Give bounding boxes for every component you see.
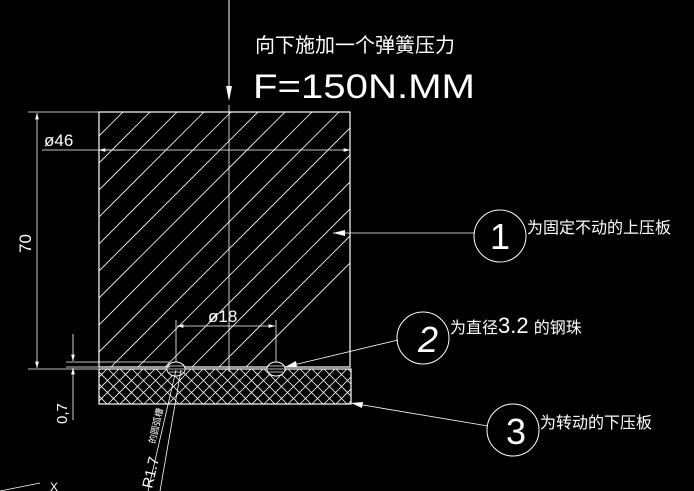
callout-3: 3 为转动的下压板 <box>350 402 652 457</box>
steel-ball-right <box>266 361 286 377</box>
dimension-label-46: ø46 <box>44 131 73 150</box>
corner-mark: X <box>0 480 58 491</box>
hatch-line <box>408 369 443 404</box>
hatch-line <box>215 369 252 404</box>
hatch-line <box>335 369 351 385</box>
hatch-line <box>0 110 17 370</box>
hatch-line <box>99 112 286 299</box>
hatch-line <box>143 369 180 404</box>
hatch-line <box>420 369 455 404</box>
hatch-line <box>384 369 419 404</box>
callout-text-1: 为固定不动的上压板 <box>527 218 671 237</box>
hatch-line <box>60 369 95 404</box>
dimension-gap: 0,7 <box>54 334 170 424</box>
hatch-line <box>239 369 276 404</box>
hatch-line <box>323 369 351 397</box>
hatch-line <box>99 112 232 245</box>
dimension-label-18: ø18 <box>208 307 237 326</box>
hatch-line <box>179 369 216 404</box>
callout-number-3: 3 <box>506 411 526 452</box>
hatch-line <box>218 235 350 367</box>
hatch-line <box>137 154 350 367</box>
dimension-height-70: 70 <box>16 111 99 370</box>
radius-label: R1.7 <box>139 455 163 490</box>
callout-text-2-value: 3.2 <box>498 313 529 338</box>
hatch-line <box>299 369 336 404</box>
hatch-line <box>372 369 407 404</box>
hatch-line <box>372 369 407 404</box>
hatch-line <box>107 369 144 404</box>
upper-plate <box>0 110 351 370</box>
steel-ball-left <box>166 361 186 377</box>
corner-mark-label: X <box>50 480 58 491</box>
dimension-label-70: 70 <box>16 234 35 253</box>
hatch-line <box>99 371 132 404</box>
hatch-line <box>251 369 288 404</box>
hatch-line <box>263 369 300 404</box>
hatch-line <box>360 369 395 404</box>
hatch-line <box>227 369 264 404</box>
force-value: F=150N.MM <box>253 68 475 106</box>
callout-text-3: 为转动的下压板 <box>540 413 652 432</box>
hatch-line <box>131 369 168 404</box>
hatch-line <box>99 369 108 378</box>
hatch-line <box>99 383 120 404</box>
hatch-line <box>347 369 351 373</box>
callout-2: 2 为直径3.2 的钢珠 <box>284 311 582 368</box>
hatch-line <box>203 369 240 404</box>
hatch-line <box>155 369 192 404</box>
hatch-line <box>99 112 205 218</box>
hatch-line <box>119 369 156 404</box>
lower-plate <box>60 368 455 405</box>
hatch-line <box>110 127 350 367</box>
hatch-line <box>335 388 351 404</box>
hatch-line <box>384 369 419 404</box>
hatch-line <box>99 112 340 353</box>
hatch-line <box>245 262 350 367</box>
hatch-line <box>420 369 455 404</box>
hatch-line <box>99 112 259 272</box>
callout-number-2: 2 <box>417 319 438 360</box>
hatch-line <box>311 369 348 404</box>
force-arrow <box>226 0 232 101</box>
hatch-line <box>60 369 95 404</box>
dimension-label-gap: 0,7 <box>54 403 71 424</box>
hatch-line <box>164 181 350 367</box>
callout-1: 1 为固定不动的上压板 <box>333 209 671 263</box>
callout-number-1: 1 <box>490 216 510 257</box>
dimension-diameter-18: ø18 <box>175 307 277 362</box>
hatch-line <box>347 400 351 404</box>
hatch-line <box>99 112 151 164</box>
hatch-line <box>191 369 228 404</box>
hatch-line <box>360 369 395 404</box>
hatch-line <box>99 395 108 404</box>
hatch-line <box>287 369 324 404</box>
hatch-line <box>99 112 313 326</box>
hatch-line <box>408 369 443 404</box>
hatch-line <box>396 369 431 404</box>
hatch-line <box>191 208 350 367</box>
callout-text-2-prefix: 为直径 <box>450 318 498 337</box>
hatch-line <box>99 112 178 191</box>
force-description: 向下施加一个弹簧压力 <box>255 33 455 57</box>
hatch-line <box>396 369 431 404</box>
callout-text-2-suffix: 的钢珠 <box>529 318 582 337</box>
callout-text-2: 为直径3.2 的钢珠 <box>450 313 582 338</box>
dimension-diameter-46: ø46 <box>42 131 350 152</box>
